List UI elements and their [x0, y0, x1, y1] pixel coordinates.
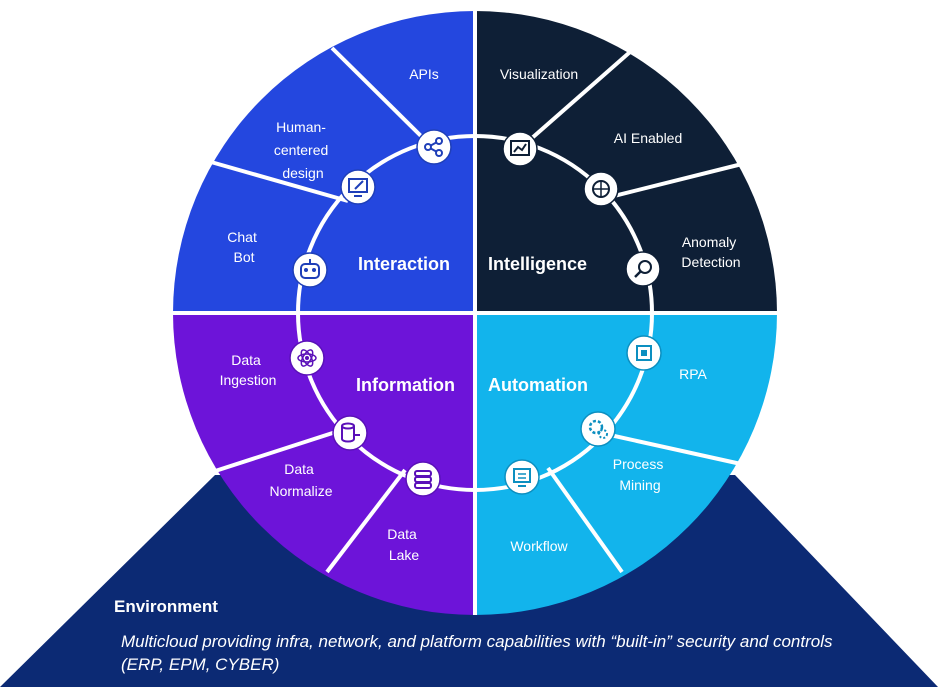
segment-label-data-ingestion: Data Ingestion [220, 352, 277, 388]
database-icon [332, 415, 368, 451]
workflow-monitor-icon [504, 459, 540, 495]
quadrant-automation [475, 313, 777, 615]
segment-label-visualization: Visualization [500, 66, 578, 82]
segment-label-data-normalize: Data Normalize [269, 461, 332, 499]
segment-label-anomaly-detection: Anomaly Detection [681, 234, 740, 270]
quadrant-information [173, 313, 475, 615]
environment-description: Multicloud providing infra, network, and… [121, 632, 833, 674]
atom-icon [289, 340, 325, 376]
data-lake-icon [405, 461, 441, 497]
quadrant-title-information: Information [356, 375, 455, 395]
quadrant-title-intelligence: Intelligence [488, 254, 587, 274]
segment-dividers [173, 11, 777, 615]
design-monitor-icon [340, 169, 376, 205]
chatbot-icon [292, 252, 328, 288]
chip-icon [626, 335, 662, 371]
segment-label-ai-enabled: AI Enabled [614, 130, 683, 146]
environment-title: Environment [114, 597, 218, 616]
segment-label-human-centered-design: Human- centered design [274, 119, 332, 181]
quadrant-intelligence [475, 11, 777, 313]
segment-label-rpa: RPA [679, 366, 707, 382]
share-icon [416, 129, 452, 165]
segment-label-process-mining: Process Mining [613, 456, 667, 493]
gears-icon [580, 411, 616, 447]
magnifier-icon [625, 251, 661, 287]
segment-label-workflow: Workflow [510, 538, 568, 554]
quadrant-interaction [173, 11, 475, 313]
inner-ring [296, 134, 654, 492]
chart-icon [502, 131, 538, 167]
quadrant-title-automation: Automation [488, 375, 588, 395]
quadrant-title-interaction: Interaction [358, 254, 450, 274]
ai-brain-icon [583, 171, 619, 207]
segment-label-data-lake: Data Lake [387, 526, 420, 563]
segment-label-chat-bot: Chat Bot [227, 229, 260, 265]
segment-label-apis: APIs [409, 66, 439, 82]
